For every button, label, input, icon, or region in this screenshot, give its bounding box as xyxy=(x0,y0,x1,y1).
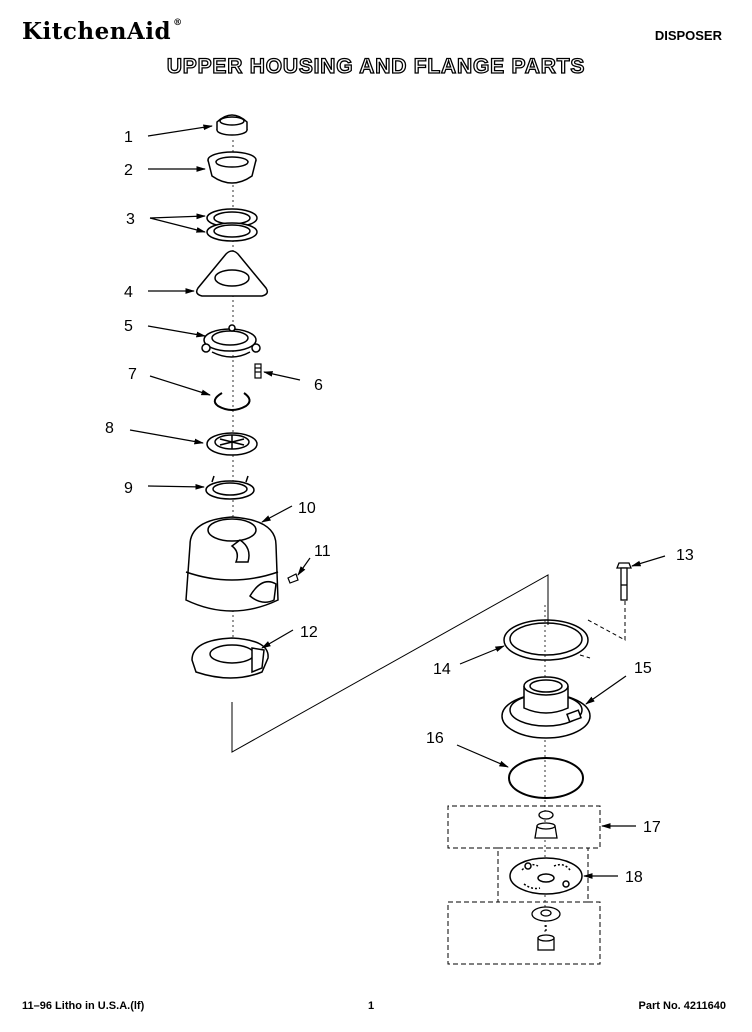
callout-15: 15 xyxy=(634,660,652,677)
part-9-retaining-ring xyxy=(205,475,255,500)
callout-18: 18 xyxy=(625,869,643,886)
callout-9: 9 xyxy=(124,480,133,497)
callout-7: 7 xyxy=(128,366,137,383)
part-17-nut xyxy=(534,810,558,839)
part-15-mounting-flange xyxy=(501,676,591,739)
part-number: Part No. 4211640 xyxy=(638,1000,726,1012)
callout-5: 5 xyxy=(124,318,133,335)
part-10-upper-housing xyxy=(185,516,279,612)
part-8-splash-guard xyxy=(206,432,258,456)
callout-17: 17 xyxy=(643,819,661,836)
callout-16: 16 xyxy=(426,730,444,747)
product-name: DISPOSER xyxy=(654,28,722,43)
callout-1: 1 xyxy=(124,129,133,146)
page-number: 1 xyxy=(368,1000,375,1012)
callout-8: 8 xyxy=(105,420,114,437)
part-2-sink-flange xyxy=(207,151,257,184)
part-6-screw xyxy=(254,363,262,379)
callout-10: 10 xyxy=(298,500,316,517)
litho-note: 11–96 Litho in U.S.A.(lf) xyxy=(22,1000,145,1012)
callout-12: 12 xyxy=(300,624,318,641)
part-7-snap-ring xyxy=(213,392,251,411)
callout-6: 6 xyxy=(314,377,323,394)
part-4-mounting-plate xyxy=(195,250,269,297)
callout-14: 14 xyxy=(433,661,451,678)
part-18-impeller-plate xyxy=(509,857,583,895)
part-16-o-ring xyxy=(508,757,584,799)
callout-2: 2 xyxy=(124,162,133,179)
callout-3: 3 xyxy=(126,211,135,228)
page-title: UPPER HOUSING AND FLANGE PARTS xyxy=(166,54,586,78)
part-12-lower-ring xyxy=(191,637,269,679)
callout-labels: 1 2 3 4 5 6 7 8 9 10 11 12 13 14 15 16 1… xyxy=(105,129,694,886)
part-5-mounting-ring xyxy=(201,324,261,358)
callout-4: 4 xyxy=(124,284,133,301)
part-14-flange-gasket xyxy=(503,619,589,661)
part-1-stopper xyxy=(216,114,248,136)
callout-13: 13 xyxy=(676,547,694,564)
part-17-washer xyxy=(531,906,561,951)
part-13-bolt xyxy=(616,562,632,601)
part-11-clip xyxy=(287,573,299,584)
kitchenaid-logo: KitchenAid® xyxy=(22,18,183,45)
part-3-gaskets xyxy=(206,208,258,242)
callout-11: 11 xyxy=(314,543,331,560)
